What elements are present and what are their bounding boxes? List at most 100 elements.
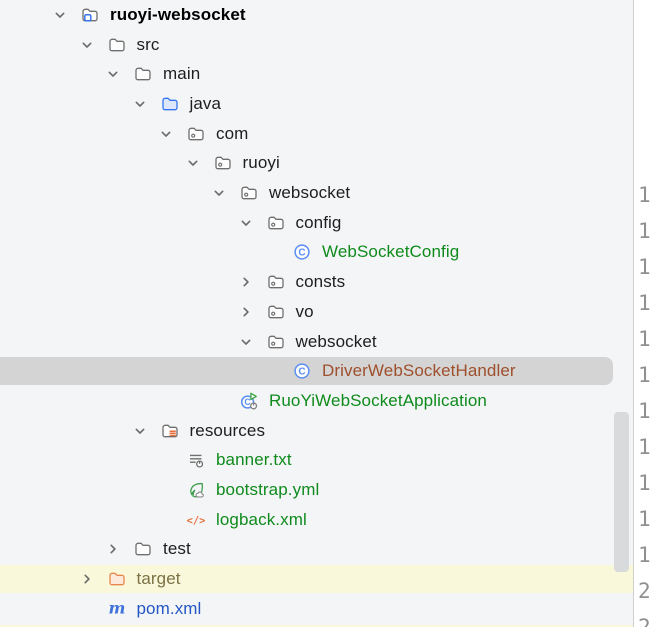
tree-item-label: banner.txt — [216, 450, 292, 470]
tree-item-label: config — [295, 212, 342, 232]
tree-item-websocket[interactable]: websocket — [0, 327, 633, 357]
tree-item-label: src — [136, 34, 160, 54]
tree-item-label: resources — [189, 420, 266, 440]
tree-item-label: pom.xml — [136, 598, 202, 618]
line-number: 1 — [638, 183, 651, 207]
tree-item-label: main — [163, 64, 201, 84]
package-icon — [267, 333, 285, 351]
svg-text:C: C — [244, 397, 251, 407]
chevron-spacer — [158, 482, 174, 498]
tree-item-test[interactable]: test — [0, 535, 633, 565]
chevron-down-icon[interactable] — [132, 423, 148, 439]
chevron-down-icon[interactable] — [158, 126, 174, 142]
chevron-spacer — [158, 512, 174, 528]
tree-item-pom-xml[interactable]: m pom.xml — [0, 594, 633, 624]
package-icon — [214, 154, 232, 172]
tree-item-label: test — [163, 539, 191, 559]
chevron-down-icon[interactable] — [52, 7, 68, 23]
tree-item-config[interactable]: config — [0, 208, 633, 238]
line-number: 2 — [638, 579, 651, 603]
chevron-spacer — [211, 393, 227, 409]
package-icon — [187, 125, 205, 143]
chevron-down-icon[interactable] — [79, 37, 95, 53]
xml-file-icon: </> — [187, 511, 205, 529]
chevron-down-icon[interactable] — [105, 66, 121, 82]
vertical-scrollbar-thumb[interactable] — [614, 412, 629, 572]
chevron-down-icon[interactable] — [185, 155, 201, 171]
tree-item-resources[interactable]: resources — [0, 416, 633, 446]
chevron-spacer — [158, 452, 174, 468]
chevron-down-icon[interactable] — [211, 185, 227, 201]
line-number: 1 — [638, 363, 651, 387]
tree-item-ruoyi[interactable]: ruoyi — [0, 149, 633, 179]
tree-item-logback-xml[interactable]: </> logback.xml — [0, 505, 633, 535]
run-class-icon: C — [240, 392, 258, 410]
chevron-right-icon[interactable] — [79, 571, 95, 587]
tree-item-label: RuoYiWebSocketApplication — [269, 390, 487, 410]
tree-item-label: websocket — [269, 183, 351, 203]
package-icon — [240, 184, 258, 202]
folder-icon — [108, 36, 126, 54]
tree-item-ruoyi-websocket[interactable]: ruoyi-websocket — [0, 0, 633, 30]
tree-item-com[interactable]: com — [0, 119, 633, 149]
tree-item-label: vo — [295, 301, 314, 321]
class-icon: C — [293, 243, 311, 261]
folder-icon — [134, 540, 152, 558]
tree-item-label: websocket — [295, 331, 377, 351]
chevron-down-icon[interactable] — [132, 96, 148, 112]
line-number: 1 — [638, 219, 651, 243]
folder-sources-icon — [161, 95, 179, 113]
chevron-spacer — [79, 601, 95, 617]
tree-item-label: logback.xml — [216, 509, 307, 529]
class-icon: C — [293, 362, 311, 380]
tree-item-java[interactable]: java — [0, 89, 633, 119]
line-number: 1 — [638, 507, 651, 531]
tree-item-label: consts — [295, 272, 346, 292]
package-icon — [267, 214, 285, 232]
excluded-row-highlight — [0, 565, 633, 593]
package-icon — [267, 273, 285, 291]
chevron-down-icon[interactable] — [238, 334, 254, 350]
package-icon — [267, 303, 285, 321]
tree-item-vo[interactable]: vo — [0, 297, 633, 327]
cloud-file-icon — [187, 481, 205, 499]
tree-item-main[interactable]: main — [0, 59, 633, 89]
line-number: 1 — [638, 543, 651, 567]
svg-text:m: m — [108, 600, 125, 618]
tree-item-label: com — [216, 123, 249, 143]
maven-file-icon: m — [108, 600, 126, 618]
folder-excluded-icon — [108, 570, 126, 588]
tree-item-websocket[interactable]: websocket — [0, 178, 633, 208]
tree-item-src[interactable]: src — [0, 30, 633, 60]
tree-item-label: java — [189, 93, 222, 113]
chevron-right-icon[interactable] — [238, 274, 254, 290]
tree-item-partial — [0, 624, 633, 627]
tree-item-label: target — [136, 569, 181, 589]
line-number: 1 — [638, 255, 651, 279]
tree-item-target[interactable]: target — [0, 564, 633, 594]
line-number: 1 — [638, 471, 651, 495]
tree-item-bootstrap-yml[interactable]: bootstrap.yml — [0, 475, 633, 505]
line-number: 1 — [638, 435, 651, 459]
folder-icon — [134, 65, 152, 83]
line-number: 2 — [638, 615, 651, 627]
tree-item-label: bootstrap.yml — [216, 480, 320, 500]
line-number: 1 — [638, 327, 651, 351]
chevron-right-icon[interactable] — [238, 304, 254, 320]
tree-item-banner-txt[interactable]: banner.txt — [0, 446, 633, 476]
chevron-right-icon[interactable] — [105, 541, 121, 557]
tree-item-label: ruoyi — [242, 153, 280, 173]
svg-text:C: C — [298, 367, 305, 378]
line-number: 1 — [638, 399, 651, 423]
chevron-down-icon[interactable] — [238, 215, 254, 231]
chevron-spacer — [264, 363, 280, 379]
module-folder-icon — [81, 6, 99, 24]
tree-item-consts[interactable]: consts — [0, 267, 633, 297]
tree-item-ruoyiwebsocketapplication[interactable]: C RuoYiWebSocketApplication — [0, 386, 633, 416]
text-file-icon — [187, 451, 205, 469]
excluded-row-highlight — [0, 624, 633, 627]
resources-folder-icon — [161, 422, 179, 440]
svg-text:C: C — [298, 248, 305, 259]
